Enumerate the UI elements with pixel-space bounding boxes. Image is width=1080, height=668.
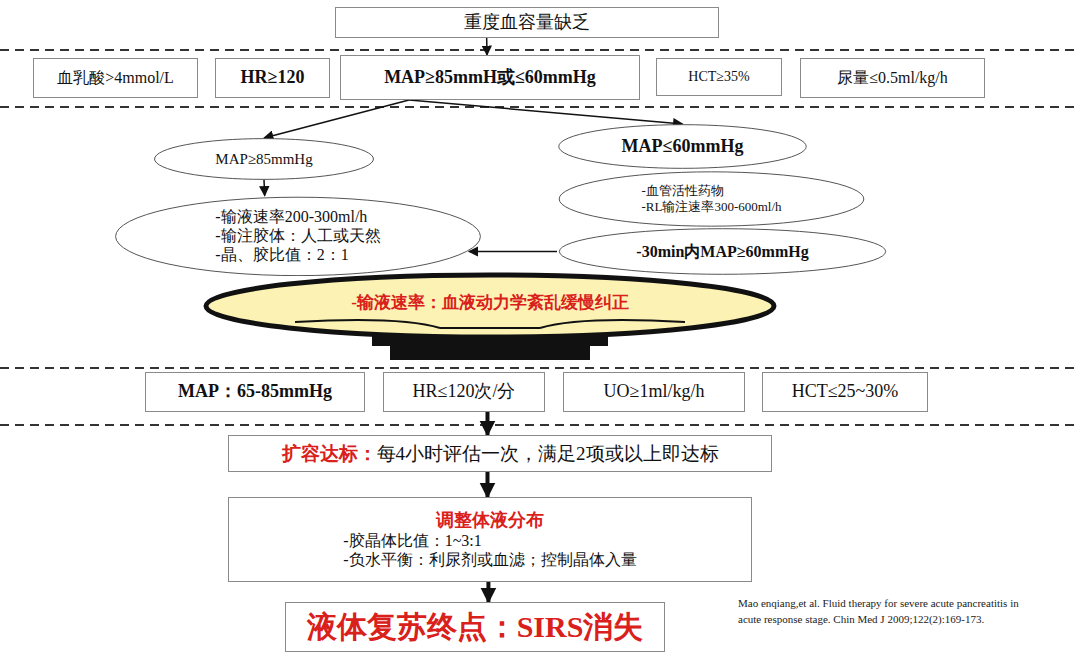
action-ellipse: -30min内MAP≥60mmHg bbox=[557, 228, 888, 275]
text-group: HCT≥35% bbox=[688, 69, 749, 86]
node-text: 扩容达标： bbox=[282, 442, 377, 465]
text-group: HR≥120 bbox=[241, 67, 305, 89]
node-text: -输注胶体：人工或天然 bbox=[215, 226, 380, 245]
funnel-shape bbox=[200, 270, 780, 362]
node-text: MAP≥85mmH或≤60mmHg bbox=[384, 67, 596, 89]
target-box: HR≤120次/分 bbox=[383, 372, 545, 412]
title-box: 重度血容量缺乏 bbox=[335, 7, 719, 38]
funnel-band: -输液速率：血液动力学紊乱缓慢纠正 bbox=[200, 270, 780, 362]
text-group: -30min内MAP≥60mmHg bbox=[636, 242, 808, 261]
flow-arrow bbox=[263, 180, 265, 196]
node-text: -胶晶体比值：1~3:1 bbox=[343, 531, 481, 550]
flow-arrow bbox=[486, 582, 490, 602]
action-ellipse: -血管活性药物-RL输注速率300-600ml/h bbox=[557, 171, 866, 227]
text-group: MAP≤60mmHg bbox=[622, 136, 744, 158]
criterion-box: MAP≥85mmH或≤60mmHg bbox=[340, 55, 640, 100]
node-text: 每4小时评估一次，满足2项或以上即达标 bbox=[377, 442, 719, 465]
text-group: HR≤120次/分 bbox=[413, 381, 516, 403]
text-group: -输液速率200-300ml/h-输注胶体：人工或天然-晶、胶比值：2：1 bbox=[215, 207, 380, 265]
target-box: HCT≤25~30% bbox=[762, 372, 928, 412]
node-text: -RL输注速率300-600ml/h bbox=[641, 199, 781, 215]
text-group: MAP≥85mmH或≤60mmHg bbox=[384, 67, 596, 89]
node-text: UO≥1ml/kg/h bbox=[604, 381, 705, 403]
node-text: -输液速率200-300ml/h bbox=[215, 207, 367, 226]
node-text: 血乳酸>4mmol/L bbox=[57, 68, 174, 87]
text-group: 血乳酸>4mmol/L bbox=[57, 68, 174, 87]
flow-arrow bbox=[486, 38, 488, 55]
citation-note: Mao enqiang,et al. Fluid therapy for sev… bbox=[738, 596, 1038, 628]
node-text: HCT≥35% bbox=[688, 69, 749, 86]
flow-arrow bbox=[485, 412, 489, 435]
node-text: -30min内MAP≥60mmHg bbox=[636, 242, 808, 261]
node-text: -晶、胶比值：2：1 bbox=[215, 246, 348, 265]
condition-ellipse: MAP≥85mmHg bbox=[153, 138, 375, 180]
text-group: 调整体液分布-胶晶体比值：1~3:1-负水平衡：利尿剂或血滤；控制晶体入量 bbox=[343, 510, 636, 570]
node-text: HR≤120次/分 bbox=[413, 381, 516, 403]
dashed-divider bbox=[0, 424, 1080, 426]
process-box: 调整体液分布-胶晶体比值：1~3:1-负水平衡：利尿剂或血滤；控制晶体入量 bbox=[228, 497, 752, 582]
dashed-divider bbox=[0, 106, 1080, 108]
node-text: 液体复苏终点：SIRS消失 bbox=[307, 609, 644, 645]
node-text: HCT≤25~30% bbox=[792, 381, 899, 403]
node-text: MAP≥85mmHg bbox=[215, 150, 312, 168]
text-group: -血管活性药物-RL输注速率300-600ml/h bbox=[641, 183, 781, 214]
text-group: 扩容达标：每4小时评估一次，满足2项或以上即达标 bbox=[282, 442, 719, 465]
criterion-box: 尿量≤0.5ml/kg/h bbox=[800, 58, 985, 98]
node-text: HR≥120 bbox=[241, 67, 305, 89]
flow-arrow bbox=[469, 251, 557, 253]
text-group: HCT≤25~30% bbox=[792, 381, 899, 403]
text-group: 液体复苏终点：SIRS消失 bbox=[307, 609, 644, 645]
flow-arrow bbox=[264, 100, 409, 138]
node-text: 调整体液分布 bbox=[436, 510, 544, 532]
text-group: MAP≥85mmHg bbox=[215, 150, 312, 168]
action-ellipse: -输液速率200-300ml/h-输注胶体：人工或天然-晶、胶比值：2：1 bbox=[113, 196, 483, 277]
target-box: UO≥1ml/kg/h bbox=[563, 372, 745, 412]
criterion-box: HR≥120 bbox=[215, 58, 330, 98]
flow-arrow bbox=[409, 100, 683, 124]
node-text: MAP≤60mmHg bbox=[622, 136, 744, 158]
node-text: 尿量≤0.5ml/kg/h bbox=[837, 68, 948, 87]
node-text: 重度血容量缺乏 bbox=[464, 12, 590, 34]
flow-arrow bbox=[485, 472, 489, 497]
node-text: -负水平衡：利尿剂或血滤；控制晶体入量 bbox=[343, 550, 636, 569]
condition-ellipse: MAP≤60mmHg bbox=[557, 124, 808, 169]
text-group: UO≥1ml/kg/h bbox=[604, 381, 705, 403]
node-text: -血管活性药物 bbox=[641, 183, 723, 199]
node-text: -输液速率：血液动力学紊乱缓慢纠正 bbox=[351, 293, 629, 313]
text-group: 重度血容量缺乏 bbox=[464, 12, 590, 34]
text-group: 尿量≤0.5ml/kg/h bbox=[837, 68, 948, 87]
endpoint-box: 液体复苏终点：SIRS消失 bbox=[285, 602, 665, 652]
criterion-box: 血乳酸>4mmol/L bbox=[33, 58, 198, 98]
text-group: MAP：65-85mmHg bbox=[178, 381, 332, 403]
node-text: MAP：65-85mmHg bbox=[178, 381, 332, 403]
text-group: -输液速率：血液动力学紊乱缓慢纠正 bbox=[351, 293, 629, 313]
criterion-box: HCT≥35% bbox=[656, 58, 782, 96]
process-box: 扩容达标：每4小时评估一次，满足2项或以上即达标 bbox=[228, 435, 772, 472]
target-box: MAP：65-85mmHg bbox=[145, 372, 365, 412]
dashed-divider bbox=[0, 367, 1080, 369]
dashed-divider bbox=[0, 49, 1080, 51]
